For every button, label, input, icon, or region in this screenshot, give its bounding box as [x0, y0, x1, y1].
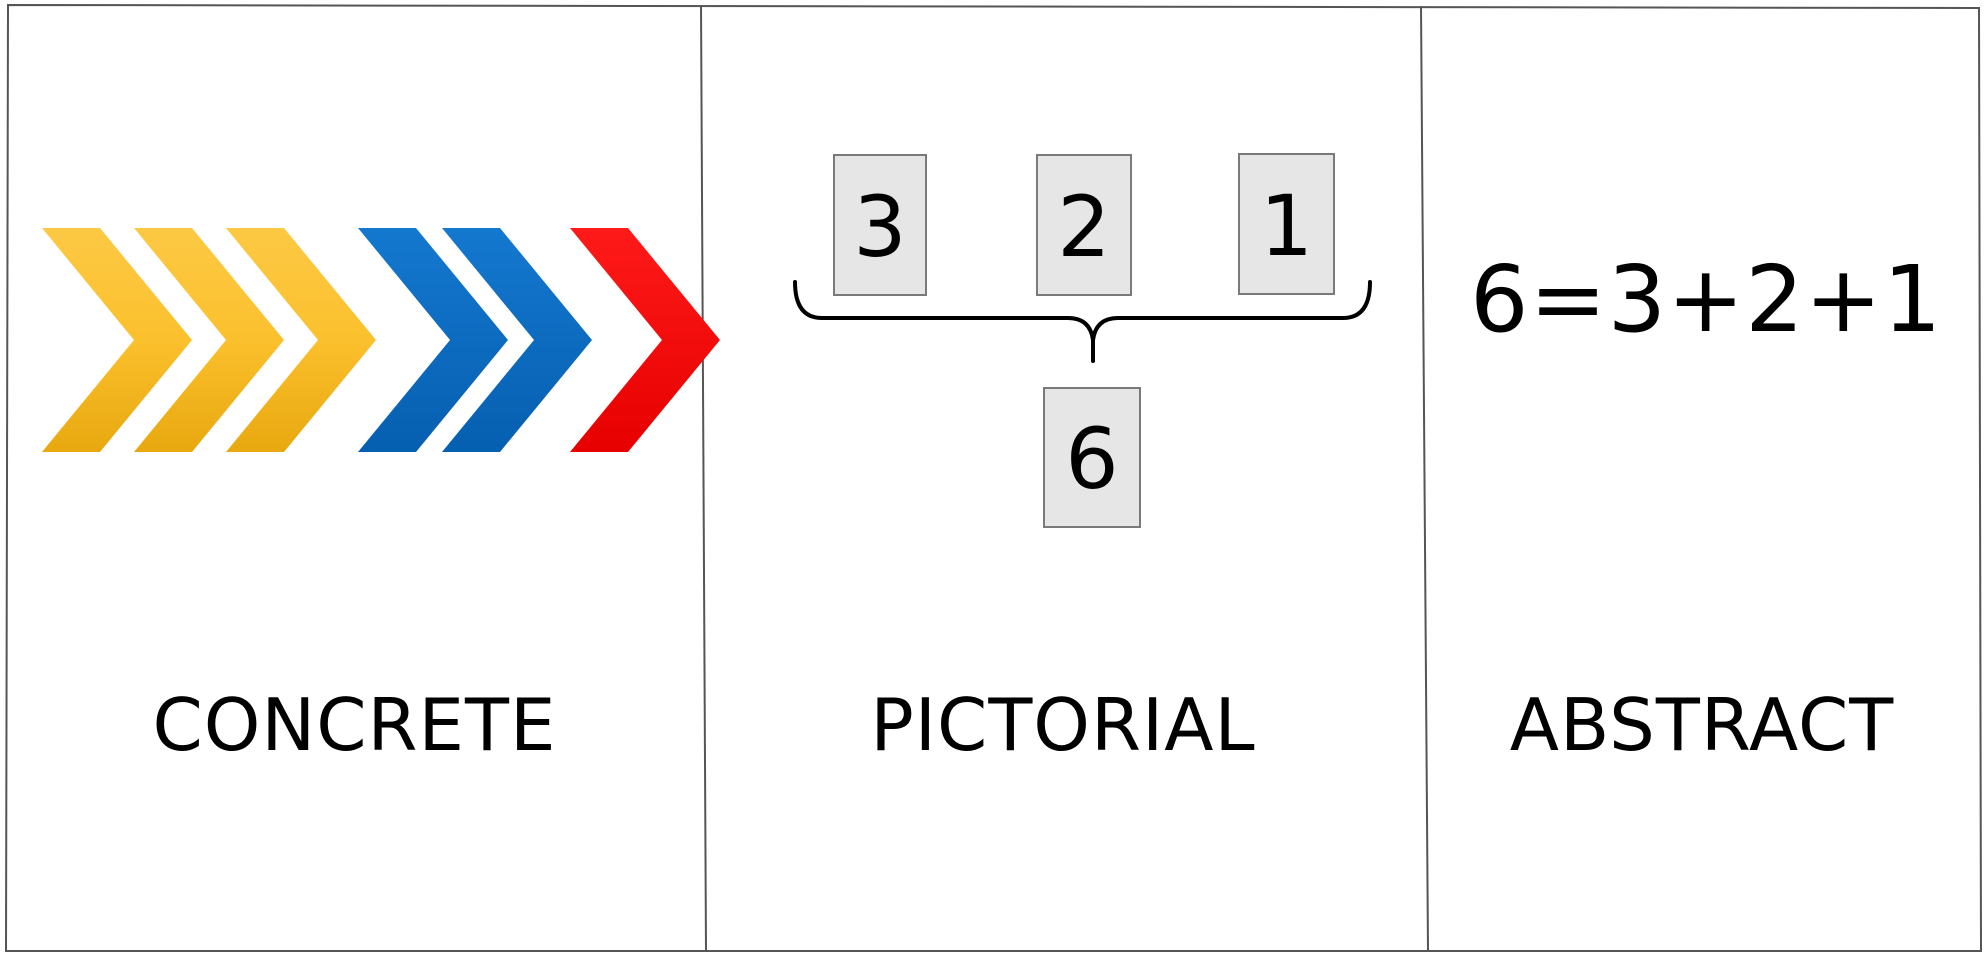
part-box-2: 2 — [1036, 154, 1132, 296]
chevron-1 — [42, 228, 192, 452]
divider-left — [700, 4, 707, 952]
part-box-3: 3 — [833, 154, 927, 296]
part-box-1: 1 — [1238, 153, 1335, 295]
concrete-caption: CONCRETE — [152, 683, 557, 767]
chevron-3 — [226, 228, 376, 452]
chevron-2 — [134, 228, 284, 452]
divider-right — [1420, 5, 1429, 952]
pictorial-brace — [793, 280, 1372, 363]
pictorial-caption: PICTORIAL — [870, 683, 1256, 767]
abstract-caption: ABSTRACT — [1509, 683, 1895, 767]
outer-border — [4, 3, 1983, 952]
concrete-chevrons — [42, 228, 720, 452]
total-box: 6 — [1043, 387, 1141, 528]
chevron-4 — [358, 228, 508, 452]
panel-borders — [4, 3, 1983, 952]
chevron-6 — [570, 228, 720, 452]
chevron-5 — [442, 228, 592, 452]
abstract-equation: 6=3+2+1 — [1470, 246, 1943, 353]
